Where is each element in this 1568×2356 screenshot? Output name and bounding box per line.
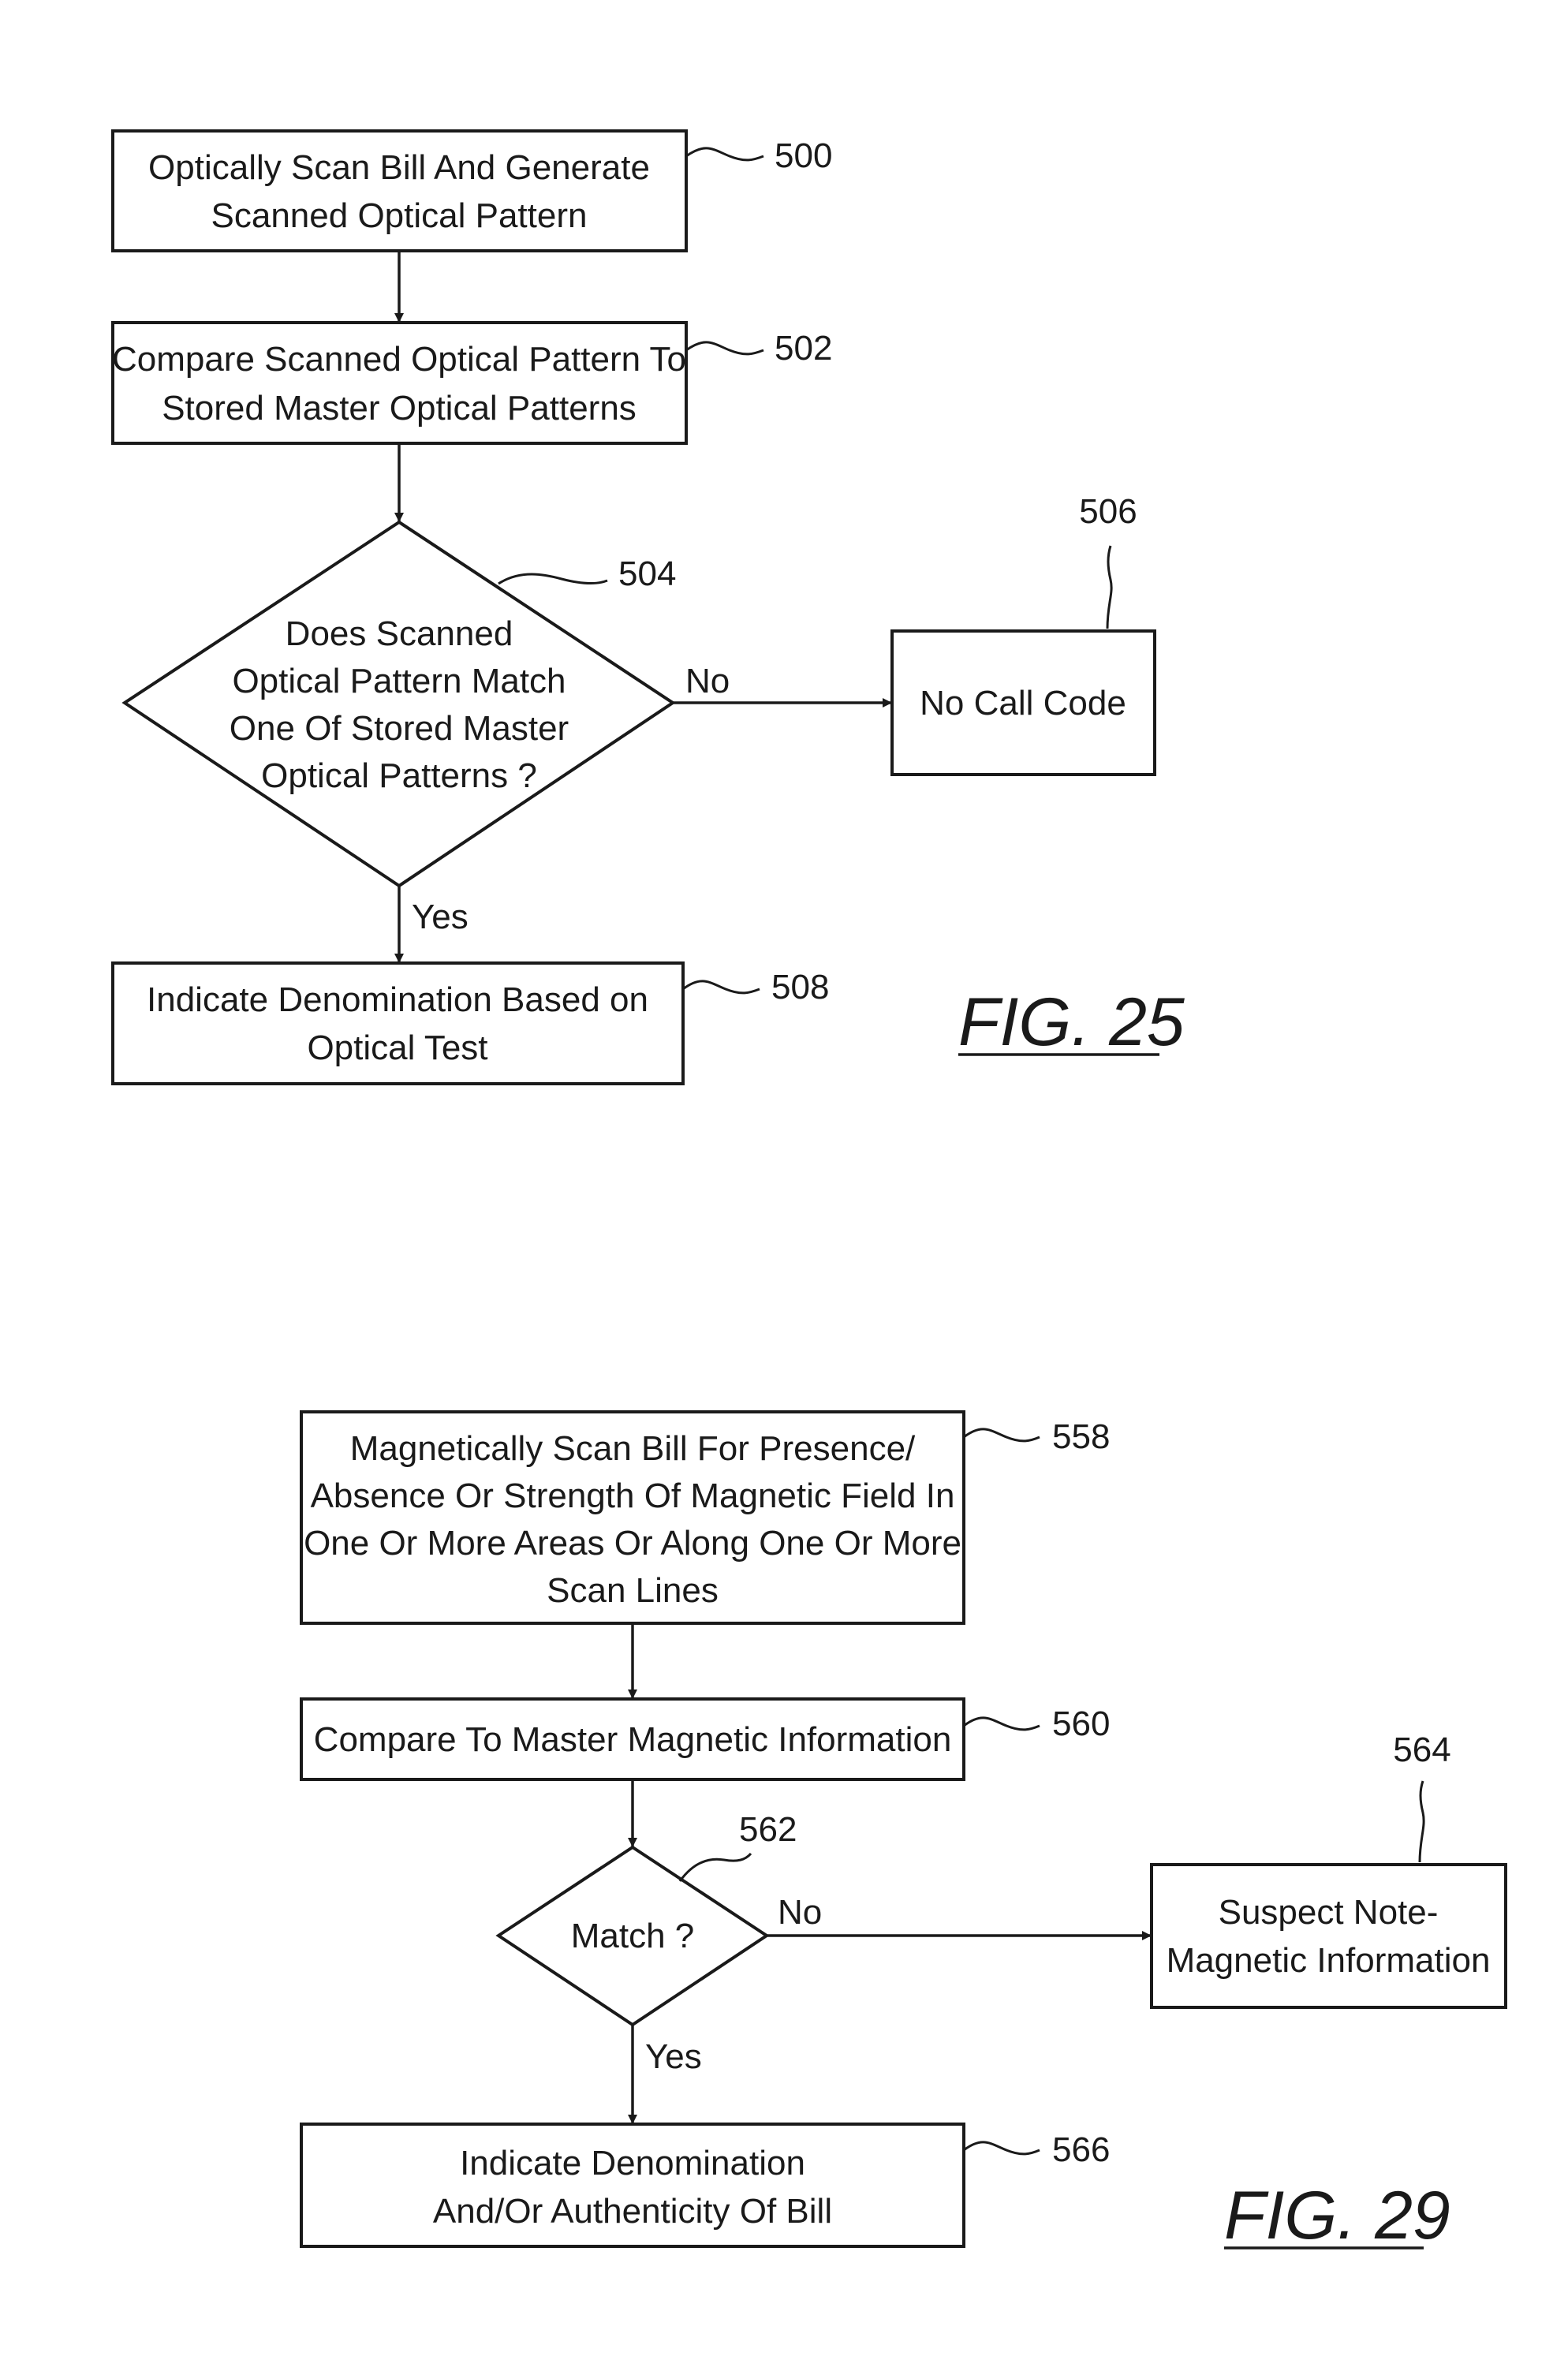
ref-500: 500: [775, 136, 832, 175]
result-566-line-1: Indicate Denomination: [460, 2144, 805, 2182]
figure-29: Magnetically Scan Bill For Presence/ Abs…: [300, 1410, 1507, 2253]
fig25-caption: FIG. 25: [958, 984, 1185, 1060]
step-500-line-1: Optically Scan Bill And Generate: [148, 148, 650, 187]
ref-504-leader: [498, 573, 608, 585]
result-508-box: Indicate Denomination Based on Optical T…: [111, 961, 685, 1085]
decision-504-line-3: One Of Stored Master: [230, 709, 569, 748]
ref-566: 566: [1052, 2130, 1110, 2169]
ref-562: 562: [739, 1810, 797, 1849]
step-558-line-4: Scan Lines: [547, 1571, 719, 1610]
step-558-line-1: Magnetically Scan Bill For Presence/: [350, 1429, 916, 1468]
result-506-box: No Call Code: [890, 629, 1156, 776]
result-566-line-2: And/Or Authenticity Of Bill: [433, 2192, 832, 2231]
result-564-line-2: Magnetic Information: [1167, 1941, 1491, 1980]
result-564-box: Suspect Note- Magnetic Information: [1150, 1863, 1507, 2009]
result-564-line-1: Suspect Note-: [1219, 1893, 1439, 1932]
ref-502: 502: [775, 329, 832, 368]
fig29-no-label: No: [778, 1893, 822, 1932]
step-560-box: Compare To Master Magnetic Information: [300, 1697, 965, 1781]
step-558-box: Magnetically Scan Bill For Presence/ Abs…: [300, 1410, 965, 1625]
step-500-box: Optically Scan Bill And Generate Scanned…: [111, 129, 688, 252]
figure-25: Optically Scan Bill And Generate Scanned…: [111, 129, 1185, 1085]
step-500-line-2: Scanned Optical Pattern: [211, 196, 588, 235]
step-502-line-1: Compare Scanned Optical Pattern To: [112, 340, 686, 379]
result-508-line-2: Optical Test: [307, 1029, 487, 1067]
decision-504-line-4: Optical Patterns ?: [261, 756, 537, 795]
ref-560-leader: [963, 1716, 1040, 1731]
result-566-box: Indicate Denomination And/Or Authenticit…: [300, 2123, 965, 2248]
ref-504: 504: [618, 554, 676, 593]
fig25-no-label: No: [685, 662, 730, 700]
decision-562-text: Match ?: [571, 1917, 695, 1955]
step-558-line-2: Absence Or Strength Of Magnetic Field In: [311, 1477, 955, 1515]
step-502-line-2: Stored Master Optical Patterns: [162, 389, 637, 428]
ref-508: 508: [771, 968, 829, 1006]
decision-562-diamond: Match ?: [495, 1845, 770, 2027]
ref-562-leader: [678, 1852, 752, 1882]
fig29-caption: FIG. 29: [1224, 2178, 1450, 2253]
ref-564: 564: [1393, 1731, 1450, 1769]
ref-506-leader: [1106, 545, 1113, 629]
ref-564-leader: [1418, 1780, 1425, 1863]
step-502-box: Compare Scanned Optical Pattern To Store…: [111, 321, 688, 445]
ref-508-leader: [682, 980, 760, 995]
result-506-text: No Call Code: [920, 684, 1126, 722]
ref-558-leader: [963, 1428, 1040, 1443]
fig29-yes-label: Yes: [645, 2037, 702, 2076]
decision-504-diamond: Does Scanned Optical Pattern Match One O…: [121, 520, 676, 888]
ref-500-leader: [685, 147, 764, 162]
ref-560: 560: [1052, 1704, 1110, 1743]
ref-566-leader: [963, 2141, 1040, 2156]
result-508-line-1: Indicate Denomination Based on: [147, 980, 648, 1019]
decision-504-line-1: Does Scanned: [286, 614, 513, 653]
fig25-yes-label: Yes: [412, 898, 469, 936]
step-558-line-3: One Or More Areas Or Along One Or More: [304, 1524, 961, 1563]
decision-504-line-2: Optical Pattern Match: [232, 662, 566, 700]
ref-558: 558: [1052, 1417, 1110, 1456]
step-560-text: Compare To Master Magnetic Information: [314, 1720, 952, 1759]
ref-506: 506: [1079, 492, 1137, 531]
ref-502-leader: [685, 341, 764, 356]
